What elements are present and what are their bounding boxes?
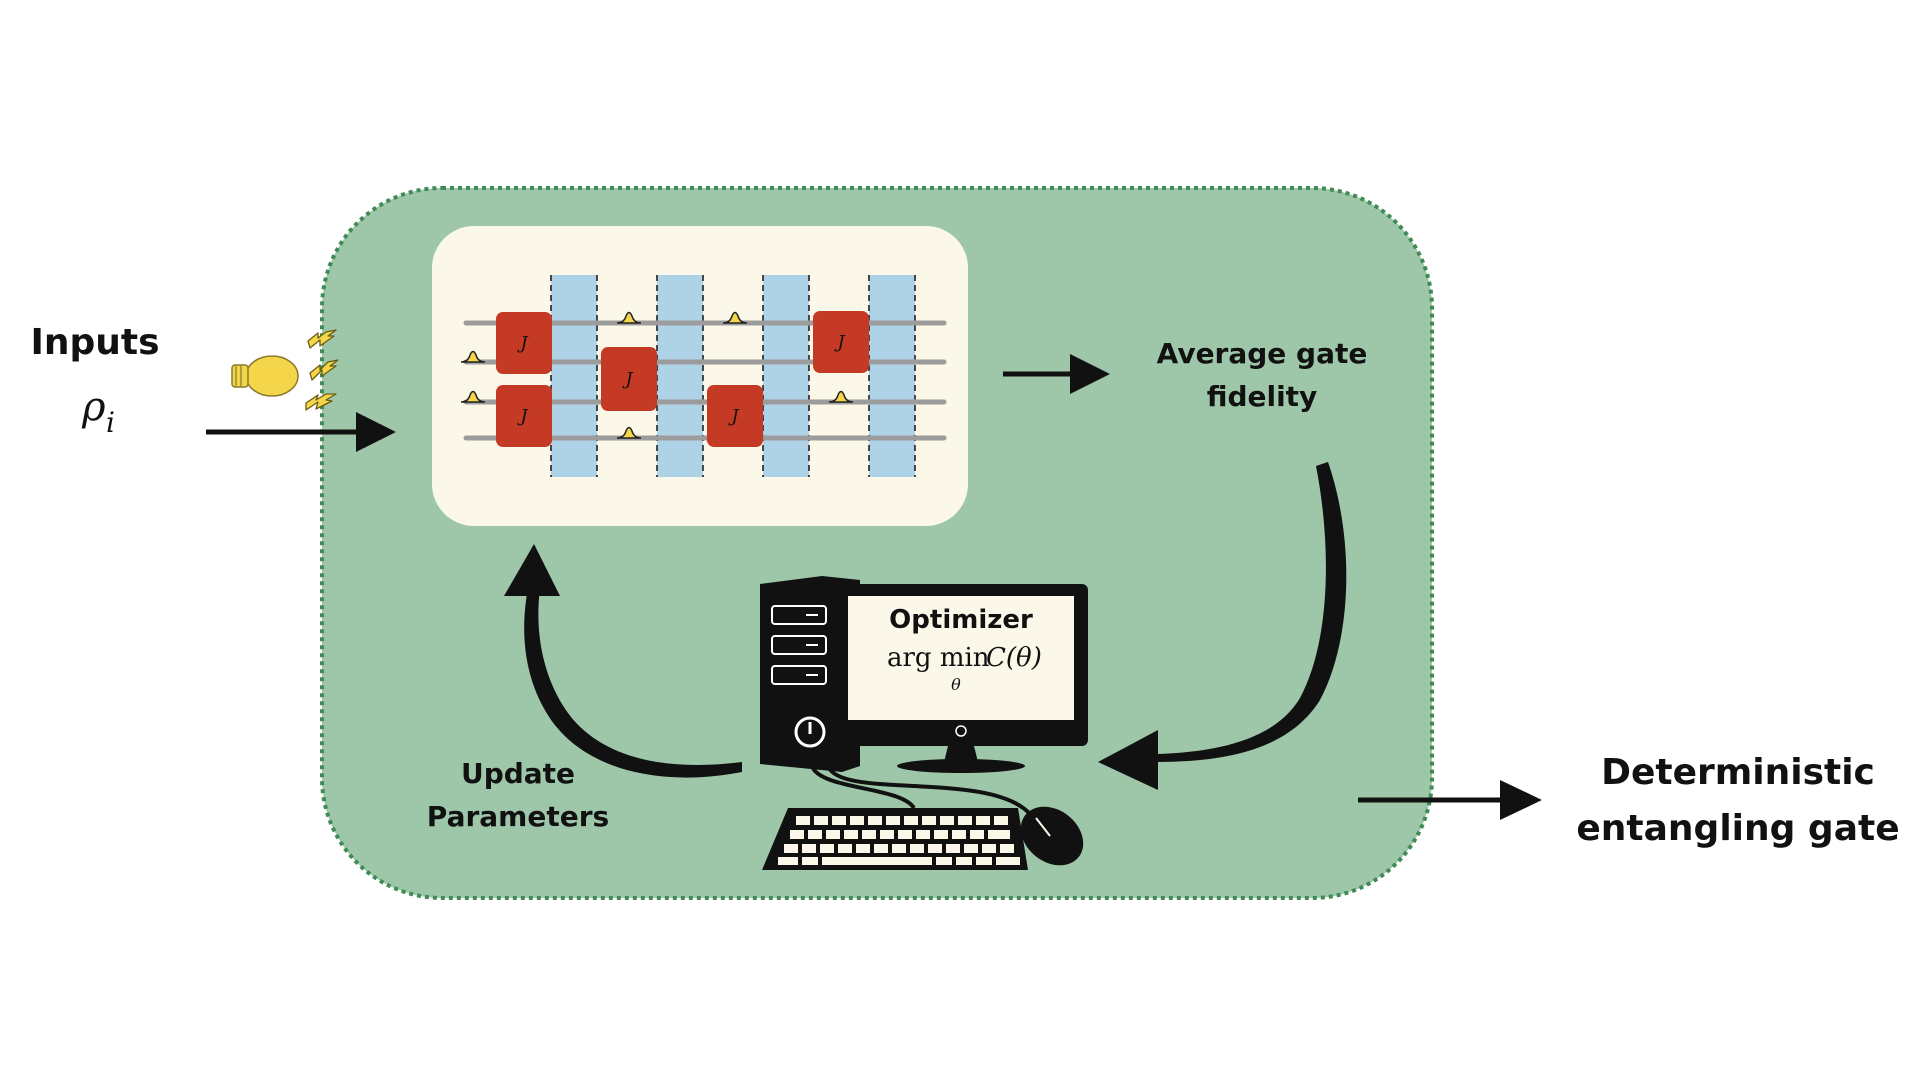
inputs-title: Inputs (30, 322, 159, 363)
fidelity-arrow (1003, 354, 1110, 394)
j-gate-label: J (516, 406, 529, 427)
output-label-line1: Deterministic (1601, 752, 1875, 793)
circuit-column (869, 275, 915, 477)
pulse (828, 390, 854, 403)
fidelity-label-line2: fidelity (1207, 380, 1318, 413)
j-gate-label: J (833, 332, 846, 353)
computer-cables (810, 764, 1032, 816)
feedback-arrow-to-optimizer (1098, 462, 1347, 790)
monitor-icon (834, 584, 1088, 773)
input-state-base: ρ (81, 384, 106, 430)
lightning-icon (307, 329, 337, 349)
lightning-icon (305, 393, 337, 411)
quantum-circuit-panel: J J J J J (432, 226, 968, 526)
output-label-line2: entangling gate (1576, 808, 1899, 849)
mouse-icon (1020, 806, 1084, 866)
fidelity-label-line1: Average gate (1157, 337, 1368, 370)
j-gate: J (496, 312, 552, 374)
pulse (616, 426, 642, 439)
j-gate: J (813, 311, 869, 373)
pulse (722, 311, 748, 324)
control-pulses (460, 311, 854, 439)
input-state-subscript: i (106, 406, 115, 439)
update-parameters-arrow (504, 544, 742, 778)
light-bulb-icon (231, 355, 299, 397)
output-arrow (1358, 780, 1542, 820)
computer-icon (760, 576, 1088, 870)
optimizer-title: Optimizer (889, 605, 1033, 635)
lightning-icon (309, 359, 339, 381)
input-arrow (206, 412, 396, 452)
circuit-column (551, 275, 597, 477)
entangling-gates: J J J J J (496, 311, 869, 447)
pulse (460, 390, 486, 403)
pulse (616, 311, 642, 324)
input-state-symbol: ρ i (81, 384, 115, 439)
circuit-columns (550, 275, 916, 477)
update-label-line2: Parameters (427, 800, 609, 833)
j-gate: J (496, 385, 552, 447)
optimizer-formula-function: C(θ) (986, 643, 1042, 673)
j-gate: J (707, 385, 763, 447)
lightning-icons (305, 329, 339, 411)
pulse (460, 350, 486, 363)
circuit-column (657, 275, 703, 477)
keyboard-icon (762, 808, 1028, 870)
j-gate-label: J (621, 369, 634, 390)
update-label-line1: Update (461, 757, 575, 790)
j-gate: J (601, 347, 657, 411)
circuit-column (763, 275, 809, 477)
j-gate-label: J (516, 333, 529, 354)
optimizer-formula-subscript: θ (951, 675, 961, 694)
optimizer-formula-main: arg min (887, 643, 990, 673)
j-gate-label: J (727, 406, 740, 427)
